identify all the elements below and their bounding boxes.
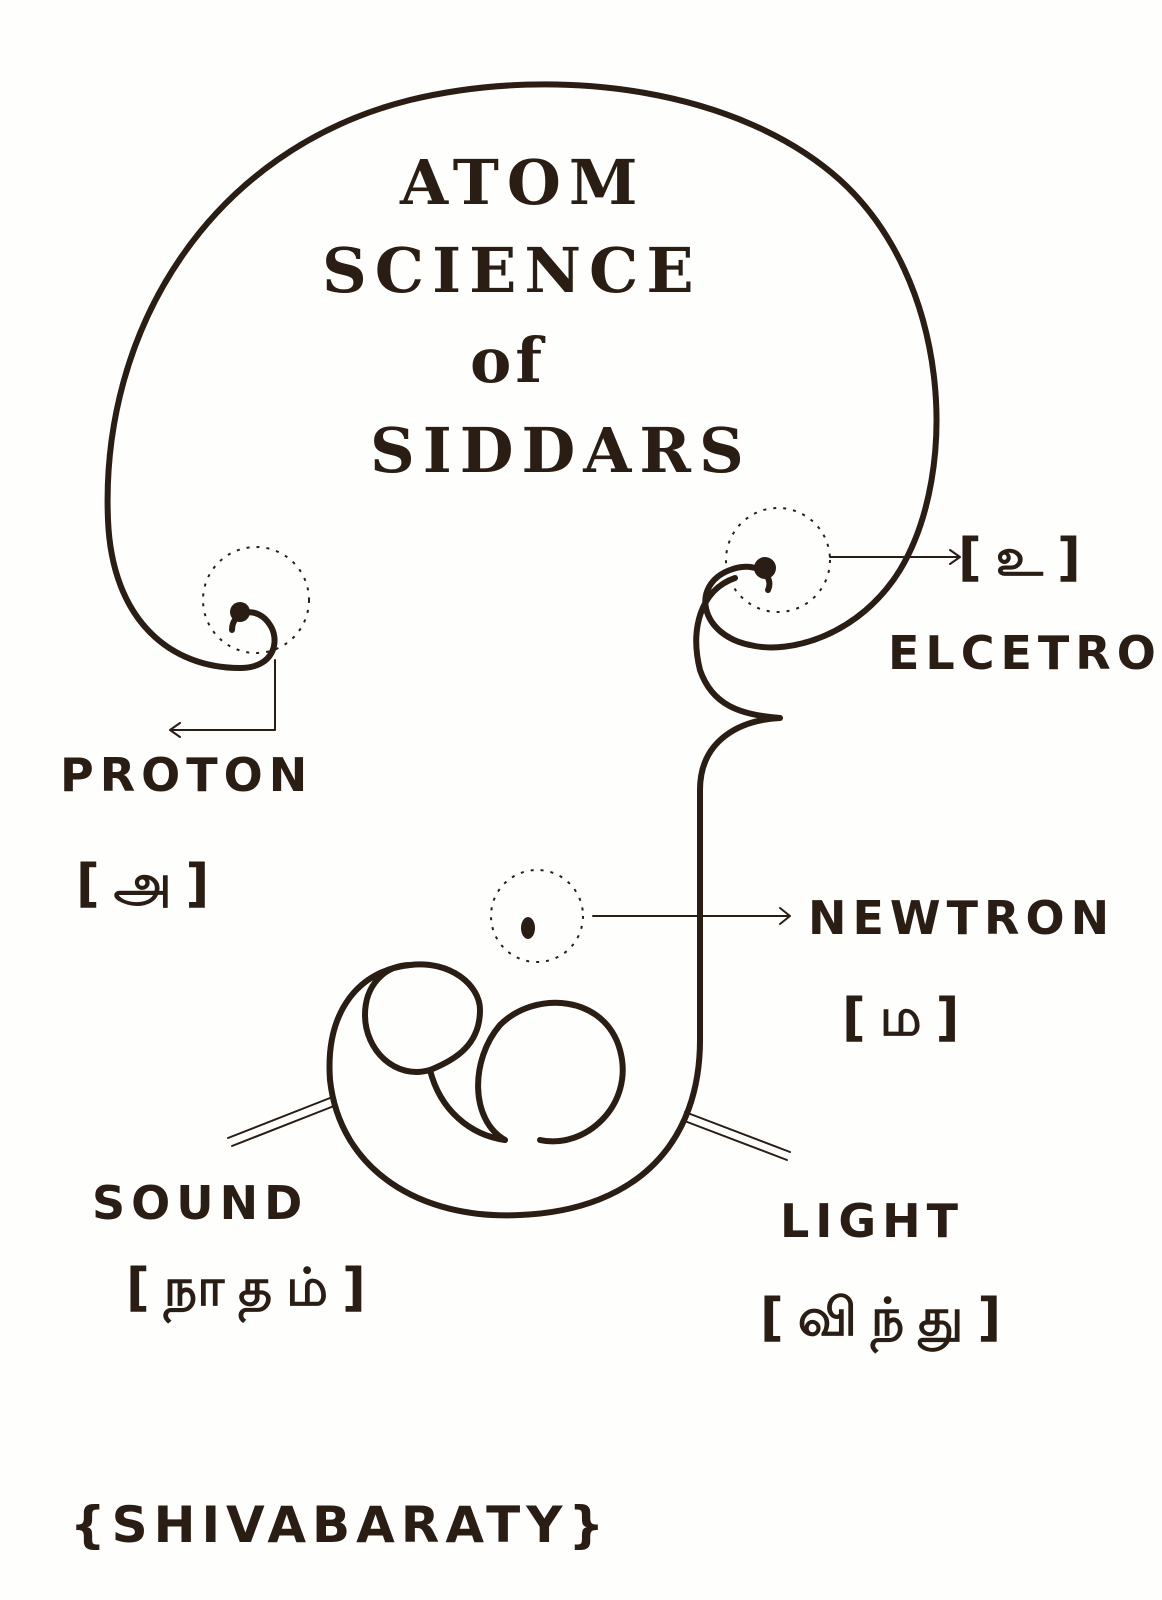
light-label: LIGHT bbox=[780, 1194, 965, 1248]
electron-halo bbox=[725, 507, 831, 613]
title-line-atom: ATOM bbox=[400, 146, 646, 219]
proton-tamil-label: [அ] bbox=[76, 854, 224, 914]
neutron-label: NEWTRON bbox=[808, 891, 1116, 945]
inner-loop-right bbox=[475, 999, 626, 1145]
light-tamil-label: [விந்து] bbox=[760, 1288, 1016, 1348]
sound-pointer bbox=[227, 1097, 335, 1147]
neutron-halo bbox=[490, 869, 584, 963]
title-line-siddars: SIDDARS bbox=[370, 414, 752, 487]
electron-label: ELCETRON bbox=[888, 626, 1162, 680]
neutron-arrow bbox=[592, 907, 791, 925]
stem-stroke bbox=[326, 575, 783, 1219]
sound-label: SOUND bbox=[92, 1176, 309, 1230]
outer-loop-stroke bbox=[104, 81, 940, 671]
proton-dot bbox=[230, 602, 250, 622]
proton-label: PROTON bbox=[60, 748, 314, 802]
electron-arrow bbox=[829, 549, 961, 565]
light-pointer bbox=[681, 1111, 791, 1161]
inner-loop-link bbox=[427, 1067, 508, 1143]
electron-dot bbox=[754, 557, 776, 579]
inner-loop-left bbox=[362, 961, 483, 1075]
proton-arrow bbox=[169, 659, 276, 738]
electron-tamil-label: [உ] bbox=[958, 528, 1095, 588]
title-line-science: SCIENCE bbox=[322, 234, 702, 307]
neutron-dot bbox=[521, 917, 535, 939]
proton-halo bbox=[202, 546, 310, 654]
neutron-tamil-label: [ம] bbox=[842, 988, 974, 1048]
signature: {SHIVABARATY} bbox=[70, 1496, 611, 1554]
title-line-of: of bbox=[470, 324, 547, 397]
sound-tamil-label: [நாதம்] bbox=[126, 1258, 380, 1318]
